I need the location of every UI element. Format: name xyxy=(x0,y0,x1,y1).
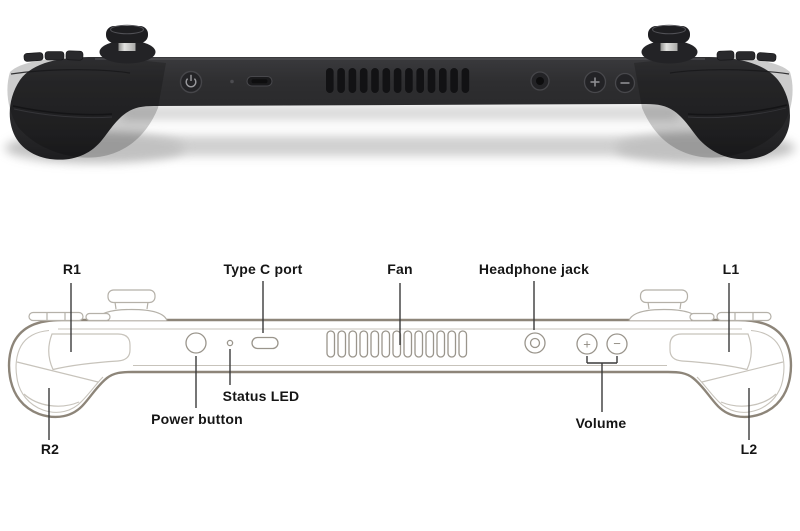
leader-lines xyxy=(48,281,750,440)
volume-down-outline xyxy=(606,333,628,355)
right-joystick-outline xyxy=(628,289,700,321)
right-joystick xyxy=(641,24,698,64)
device-diagram: + − xyxy=(7,281,793,440)
device-photo xyxy=(5,24,795,163)
callout-fan: Fan xyxy=(387,261,413,277)
callout-r1: R1 xyxy=(62,261,82,277)
left-joystick xyxy=(99,24,156,64)
callout-volume: Volume xyxy=(575,415,627,431)
headphone-jack xyxy=(530,71,550,91)
shoulder-buttons xyxy=(23,50,777,62)
l-grip-shade xyxy=(634,57,793,158)
status-led-outline xyxy=(226,339,234,347)
callout-headphone-jack: Headphone jack xyxy=(478,261,590,277)
callout-l1: L1 xyxy=(722,261,740,277)
l2-trigger xyxy=(720,393,777,407)
l1-l2-triggers xyxy=(669,69,790,119)
usb-c-port-outline xyxy=(251,336,279,350)
minus-icon: − xyxy=(613,336,621,351)
l1-trigger xyxy=(669,333,784,407)
power-button xyxy=(179,70,203,94)
volume-up-outline xyxy=(576,333,598,355)
callout-power-button: Power button xyxy=(151,411,243,427)
status-led xyxy=(230,79,234,84)
callout-l2: L2 xyxy=(740,441,758,457)
power-button-outline xyxy=(185,332,207,354)
l2-trigger-seam xyxy=(701,361,784,383)
shoulder-button-outlines xyxy=(28,311,772,322)
callout-type-c-port: Type C port xyxy=(223,261,303,277)
volume-down-button xyxy=(614,72,636,94)
volume-up-button xyxy=(583,70,607,94)
usb-c-port xyxy=(246,75,273,87)
callout-r2: R2 xyxy=(40,441,60,457)
r-grip-shade xyxy=(7,57,166,158)
plus-icon: + xyxy=(583,337,591,352)
headphone-jack-outline xyxy=(524,332,546,354)
r2-trigger-seam xyxy=(16,361,99,383)
callout-status-led: Status LED xyxy=(222,388,300,404)
r1-r2-triggers xyxy=(10,69,131,119)
left-joystick-outline xyxy=(95,289,168,321)
leader-volume-bracket xyxy=(586,356,618,412)
